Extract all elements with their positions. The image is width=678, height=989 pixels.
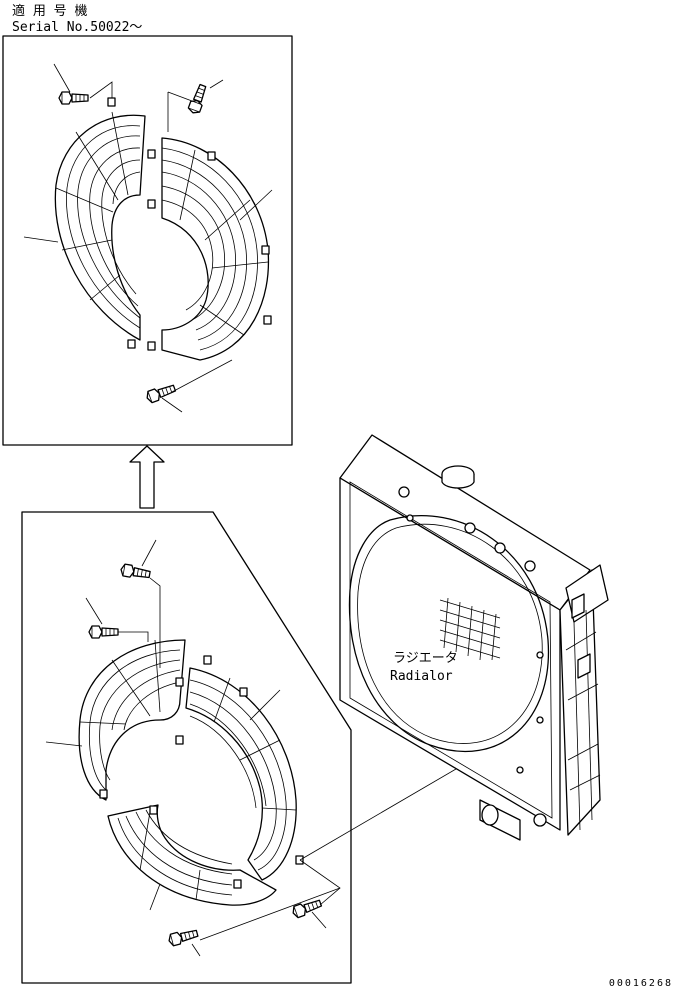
lower-view-frame xyxy=(21,511,352,984)
drawing-number: 00016268 xyxy=(609,978,673,989)
upper-view-frame xyxy=(2,35,293,446)
radiator-label-japanese: ラジエータ xyxy=(393,651,458,666)
upper-bolt-bottom xyxy=(144,381,178,405)
applicable-machines-label: 適 用 号 機 xyxy=(12,3,87,19)
radiator-assembly xyxy=(339,434,609,841)
upper-leader-lines xyxy=(23,63,273,413)
lower-fan-guard xyxy=(78,639,304,906)
upper-bolt-top-right xyxy=(186,82,210,116)
upper-bolt-top-left xyxy=(58,91,89,105)
radiator-label-english: Radialor xyxy=(390,669,453,684)
serial-number-label: Serial No.50022～ xyxy=(12,20,142,35)
upgrade-arrow xyxy=(129,445,165,509)
lower-bolt-top xyxy=(119,562,152,582)
lower-bolt-bottom xyxy=(166,926,200,948)
upper-fan-guard xyxy=(54,97,272,361)
lower-bolt-left xyxy=(88,625,119,639)
